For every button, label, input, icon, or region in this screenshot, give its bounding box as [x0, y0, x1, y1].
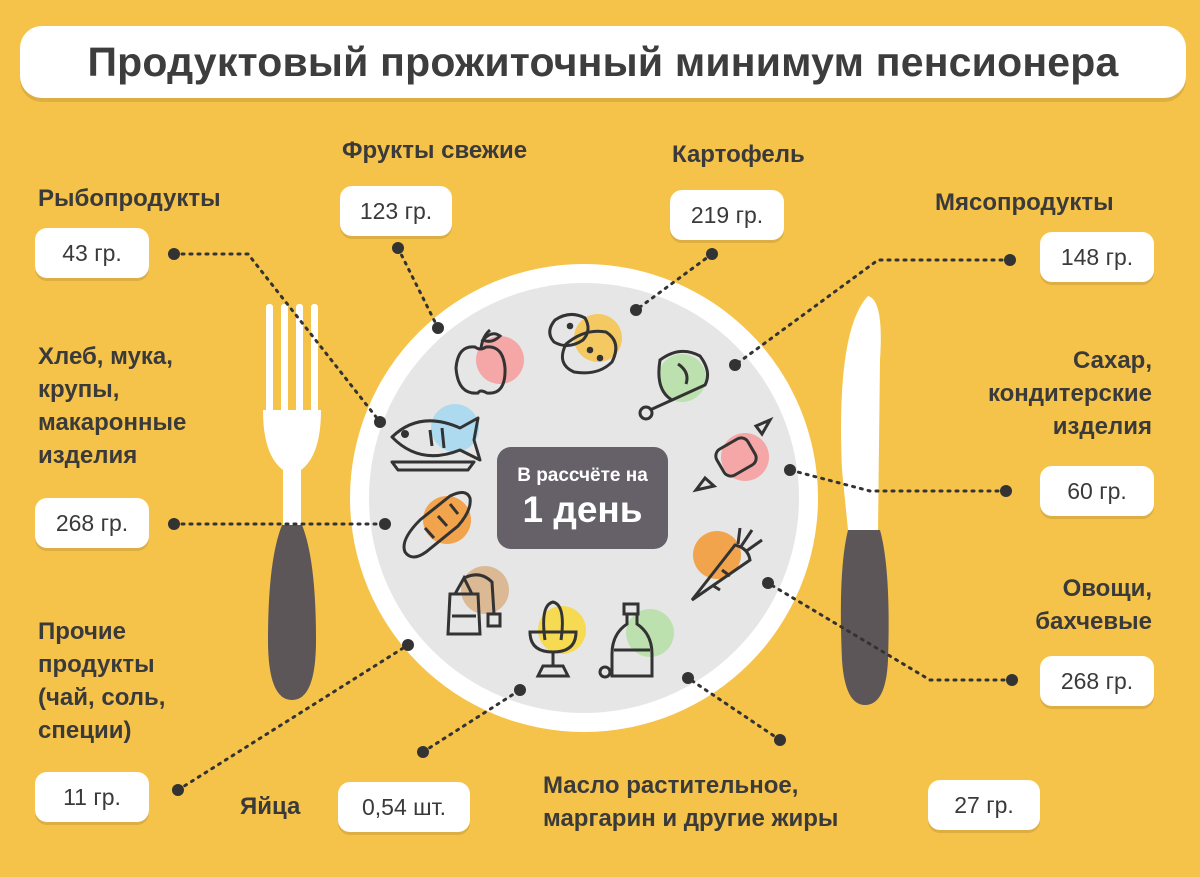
sugar-label-line: Сахар, [1073, 347, 1152, 374]
connectors [172, 246, 1014, 792]
vegetables-label: Овощи, бахчевые [960, 572, 1152, 638]
potato-value: 219 гр. [670, 190, 784, 240]
sugar-label-line: кондитерские [987, 380, 1152, 407]
potato-label: Картофель [672, 141, 805, 168]
sugar-label-line: изделия [1052, 413, 1152, 440]
fork-icon [263, 304, 321, 700]
egg-icon [528, 600, 578, 678]
per-day-badge: В рассчёте на 1 день [497, 447, 668, 549]
sugar-value: 60 гр. [1040, 466, 1154, 516]
vegetables-value: 268 гр. [1040, 656, 1154, 706]
sugar-label: Сахар, кондитерские изделия [920, 344, 1152, 443]
fruits-label: Фрукты свежие [342, 137, 528, 164]
other-label-line: специи) [38, 717, 132, 744]
candy-icon [692, 416, 774, 493]
fish-value: 43 гр. [35, 228, 149, 278]
bread-label-line: крупы, [38, 376, 120, 403]
eggs-value: 0,54 шт. [338, 782, 470, 832]
other-label-line: Прочие [38, 618, 127, 645]
connector-dots [168, 242, 1018, 796]
oil-value: 27 гр. [928, 780, 1040, 830]
other-label: Прочие продукты (чай, соль, специи) [38, 615, 165, 747]
potato-icon [548, 313, 618, 375]
carrot-icon [690, 527, 763, 602]
eggs-label: Яйца [240, 793, 301, 820]
per-day-caption: В рассчёте на [517, 465, 648, 486]
other-label-line: продукты [38, 651, 155, 678]
meat-label: Мясопродукты [935, 189, 1114, 216]
vegetables-label-line: Овощи, [1062, 575, 1152, 602]
bread-label-line: макаронные [38, 409, 187, 436]
bread-label-line: изделия [38, 442, 138, 469]
fish-icon [390, 416, 482, 472]
oil-label-line: маргарин и другие жиры [543, 805, 839, 832]
bread-label-line: Хлеб, мука, [38, 343, 173, 370]
page-title: Продуктовый прожиточный минимум пенсионе… [87, 38, 1119, 85]
meat-value: 148 гр. [1040, 232, 1154, 282]
other-label-line: (чай, соль, [38, 684, 166, 711]
fruits-value: 123 гр. [340, 186, 452, 236]
vegetables-label-line: бахчевые [1035, 608, 1152, 635]
bread-label: Хлеб, мука, крупы, макаронные изделия [38, 340, 186, 472]
bread-icon [402, 491, 472, 559]
oil-label-line: Масло растительное, [543, 772, 799, 799]
fish-label: Рыбопродукты [38, 185, 221, 212]
tea-bag-icon [446, 573, 502, 636]
oil-label: Масло растительное, маргарин и другие жи… [543, 769, 838, 835]
other-value: 11 гр. [35, 772, 149, 822]
oil-bottle-icon [598, 602, 654, 679]
title-bar: Продуктовый прожиточный минимум пенсионе… [20, 26, 1186, 98]
knife-icon [840, 296, 889, 705]
bread-value: 268 гр. [35, 498, 149, 548]
per-day-value: 1 день [522, 489, 643, 530]
apple-icon [454, 328, 507, 395]
ham-icon [638, 349, 710, 421]
